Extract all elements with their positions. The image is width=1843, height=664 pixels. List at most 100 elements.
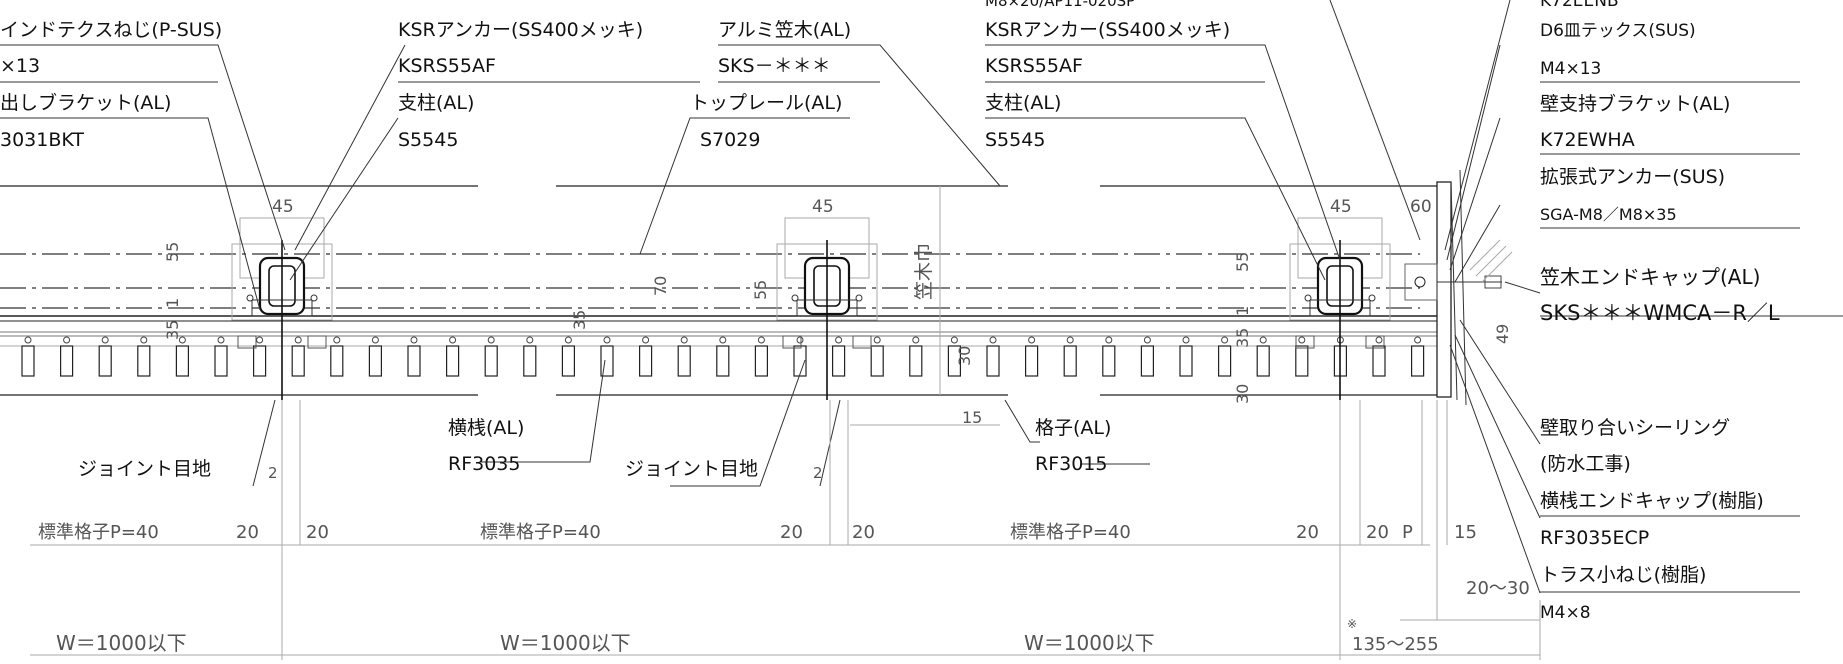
dim-45-mid: 45	[812, 197, 834, 217]
lattice-bar	[1179, 345, 1193, 377]
lattice-bar	[600, 345, 614, 377]
dim-20-c: 20	[780, 522, 803, 543]
lattice-screw	[680, 336, 688, 344]
lattice-bar	[986, 345, 1000, 377]
lattice-screw	[873, 336, 881, 344]
label-expansion-code: SGA-M8／M8×35	[1540, 205, 1677, 224]
label-underlines	[0, 81, 1800, 593]
label-coping-endcap-code: SKS＊＊＊WMCA－R／L	[1540, 301, 1780, 325]
lattice-screw	[1221, 336, 1229, 344]
label-truss-size: M4×8	[1540, 603, 1591, 623]
pitch-left: 標準格子P=40	[38, 522, 159, 543]
dim-30-right: 30	[1233, 384, 1252, 404]
label-d6-tex: D6皿テックス(SUS)	[1540, 21, 1696, 41]
lattice-bar	[909, 345, 923, 377]
lattice-screw	[719, 336, 727, 344]
label-rail: 横桟(AL)	[448, 417, 524, 439]
lattice-bar	[1140, 345, 1155, 377]
label-indtex-screw: インドテクスねじ(P-SUS)	[0, 19, 222, 41]
label-end-code: K72EENB	[1540, 0, 1619, 11]
lattice-screw	[1105, 336, 1113, 344]
lattice-screw	[178, 336, 186, 344]
post-assembly	[776, 217, 878, 400]
lattice-screw	[835, 336, 843, 344]
lattice-bar	[870, 345, 884, 377]
lattice-screw	[603, 336, 611, 344]
lattice-screw	[564, 336, 572, 344]
label-joint-2: ジョイント目地	[625, 458, 758, 480]
lattice-bar	[407, 345, 421, 377]
lattice-screw	[526, 336, 534, 344]
dim-1-left: 1	[163, 298, 182, 308]
label-d6-size: M4×13	[1540, 59, 1601, 79]
lattice-bar	[561, 345, 576, 377]
annotation-labels: インドテクスねじ(P-SUS) ×13 出しブラケット(AL) 3031BKT …	[0, 0, 1780, 623]
lattice-screw	[101, 336, 109, 344]
lattice-bar	[1410, 345, 1425, 377]
lattice-bar	[1256, 345, 1270, 377]
dim-55-mid: 55	[751, 280, 770, 300]
width-right: W＝1000以下	[1024, 631, 1155, 655]
label-post-1: 支柱(AL)	[398, 92, 474, 114]
dim-55-left: 55	[163, 242, 182, 262]
lattice-screw	[371, 336, 379, 344]
lattice-bar	[1102, 345, 1116, 377]
label-truss-screw: トラス小ねじ(樹脂)	[1540, 564, 1706, 586]
post-assembly	[231, 217, 333, 400]
lattice-bar	[137, 345, 151, 377]
lattice-screw	[294, 336, 302, 344]
label-ksr-code-2: KSRS55AF	[985, 55, 1083, 77]
lattice-screw	[1182, 336, 1190, 344]
lattice-bar	[716, 345, 730, 377]
dim-20-d: 20	[852, 522, 875, 543]
pitch-right: 標準格子P=40	[1010, 522, 1131, 543]
lattice-bar	[638, 345, 653, 377]
lattice-bar	[754, 345, 769, 377]
lattice-screw	[1298, 336, 1306, 344]
label-wall-sealing: 壁取り合いシーリング	[1540, 417, 1730, 439]
dim-20-30: 20～30	[1466, 578, 1530, 599]
lattice-screw	[1414, 336, 1422, 344]
dim-35-mid: 35	[570, 310, 589, 330]
outline-lines	[0, 185, 1445, 396]
posts	[231, 217, 1391, 400]
lattice-bar	[330, 345, 344, 377]
dim-55-right: 55	[1233, 252, 1252, 272]
dim-15-lattice: 15	[962, 408, 982, 427]
lattice-bar	[1295, 345, 1309, 377]
lattice-bar	[368, 345, 382, 377]
lattice-screw	[642, 336, 650, 344]
label-coping-endcap: 笠木エンドキャップ(AL)	[1540, 265, 1760, 289]
lattice-screw	[912, 336, 920, 344]
label-top-rail: トップレール(AL)	[690, 92, 842, 114]
post-assembly	[1289, 217, 1391, 400]
lattice-screw	[24, 336, 32, 344]
lattice-bars	[21, 336, 1425, 377]
lattice-bar	[446, 345, 460, 377]
lattice-bar	[1372, 345, 1386, 377]
lattice-screw	[449, 336, 457, 344]
lattice-screw	[796, 336, 804, 344]
width-left: W＝1000以下	[56, 631, 187, 655]
lattice-screw	[333, 336, 341, 344]
lattice-bar	[214, 345, 228, 377]
lattice-bar	[793, 345, 807, 377]
dimension-lines	[30, 186, 1541, 660]
label-waterproofing: (防水工事)	[1540, 453, 1631, 475]
dim-70: 70	[651, 276, 670, 296]
dim-20-f: 20	[1366, 522, 1389, 543]
label-wall-bracket-code: K72EWHA	[1540, 129, 1635, 151]
lattice-bar	[98, 345, 112, 377]
lattice-screw	[950, 336, 958, 344]
dim-45-left: 45	[272, 197, 294, 217]
label-bracket-code: 3031BKT	[0, 129, 84, 151]
dim-15-end: 15	[1454, 522, 1477, 543]
lattice-bar	[677, 345, 691, 377]
lattice-screw	[1259, 336, 1267, 344]
label-coping-width: 笠木巾	[913, 243, 935, 300]
dim-note-mark: ※	[1347, 617, 1357, 631]
dim-35-left: 35	[163, 320, 182, 340]
lattice-bar	[947, 345, 962, 377]
lattice-screw	[1375, 336, 1383, 344]
